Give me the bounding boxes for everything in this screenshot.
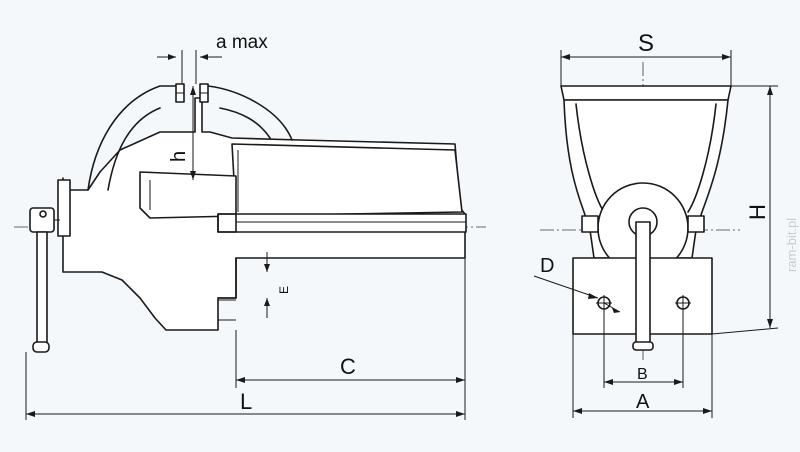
label-b: B: [637, 366, 648, 383]
side-jaw-curve: [87, 85, 181, 191]
base-flange: [217, 257, 237, 299]
handle-hub-hole: [39, 210, 47, 218]
label-h-total: H: [745, 204, 770, 220]
dim-h: [190, 86, 196, 180]
handle: [29, 207, 60, 353]
dim-d: [533, 275, 621, 313]
handle-knob: [32, 341, 50, 353]
label-e: E: [277, 286, 291, 294]
slide-housing: [231, 143, 463, 217]
dim-b: [603, 309, 684, 388]
dim-l: [25, 352, 465, 420]
slide-bar: [217, 213, 467, 233]
handle-bar: [36, 231, 48, 345]
label-c: C: [340, 354, 356, 379]
front-spindle: [635, 221, 651, 349]
label-a-max: a max: [216, 32, 268, 53]
side-jaw-front-curve: [207, 85, 293, 141]
label-h: h: [168, 151, 190, 162]
front-lug-right: [687, 215, 705, 233]
dim-a: [572, 334, 713, 418]
side-inner-block: [139, 171, 237, 219]
front-view: S H D B: [533, 30, 779, 418]
screw-boss: [57, 179, 71, 237]
side-inner-curve-2: [219, 107, 271, 139]
dim-c: [235, 258, 466, 420]
side-inner-curve: [107, 107, 161, 191]
dim-s: [560, 50, 732, 86]
label-l: L: [240, 389, 252, 414]
side-view: a max h E C: [14, 32, 486, 420]
dim-h-total: [711, 85, 779, 335]
front-inner-left: [575, 103, 605, 213]
label-a: A: [636, 391, 650, 413]
dim-e: [264, 252, 270, 318]
label-d: D: [540, 255, 554, 277]
slide-bar-end: [217, 213, 237, 233]
front-inner-right: [687, 103, 717, 213]
watermark: ram-bit.pl: [784, 218, 799, 272]
label-s: S: [638, 30, 654, 57]
dim-a-max: [157, 50, 222, 84]
front-jaw-plate: [560, 85, 732, 101]
front-lug-left: [581, 215, 599, 233]
front-spindle-end: [632, 341, 654, 351]
